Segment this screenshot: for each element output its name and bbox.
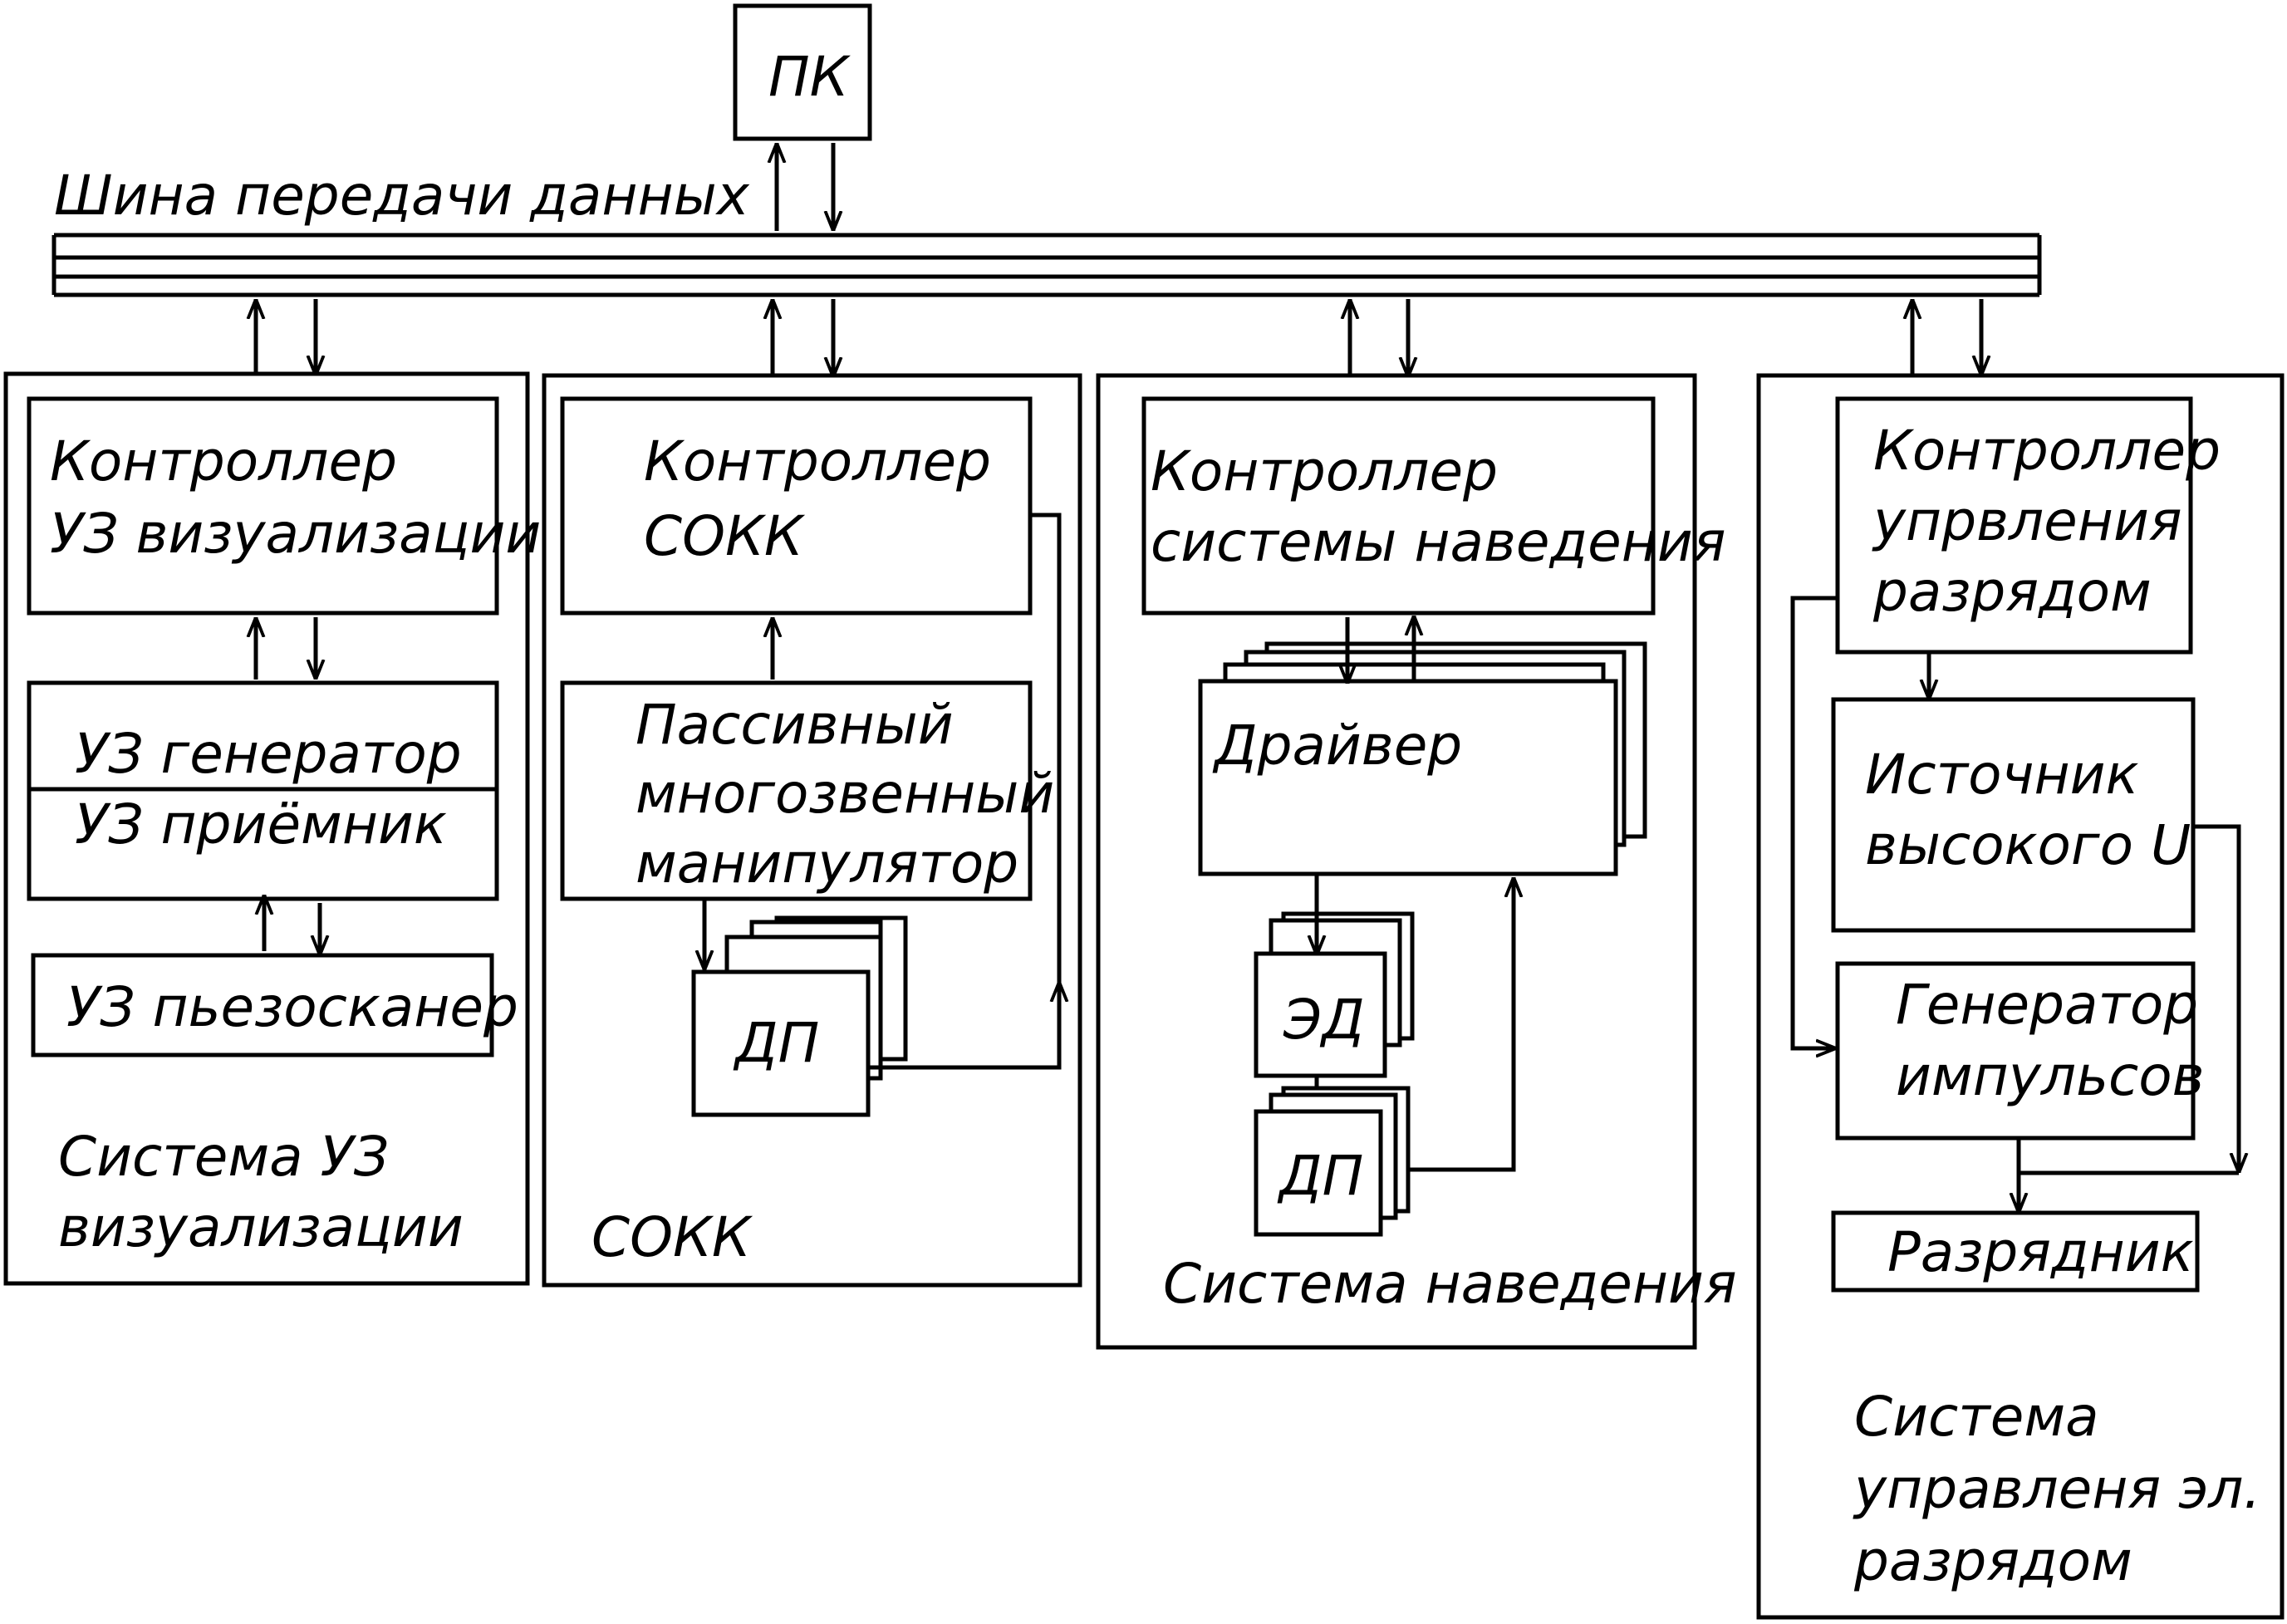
guidance-motor-label: ЭД bbox=[1283, 988, 1365, 1052]
discharge-source-box bbox=[1831, 697, 2196, 933]
discharge-system-label-line1: Система bbox=[1854, 1385, 2099, 1449]
us-controller-box bbox=[27, 396, 499, 616]
sokk-sensor-label: ДП bbox=[733, 1011, 819, 1075]
us-system-label-line2: визуализации bbox=[58, 1195, 464, 1259]
line-controller-feedback bbox=[1030, 513, 1062, 984]
us-controller-line2: УЗ визуализации bbox=[50, 502, 541, 566]
us-controller-line1: Контроллер bbox=[50, 429, 397, 493]
us-receiver-label: УЗ приёмник bbox=[75, 792, 447, 856]
discharge-controller-box bbox=[1835, 396, 2193, 655]
sokk-manipulator-line2: многозвенный bbox=[636, 762, 1054, 826]
sokk-system-label: СОКК bbox=[591, 1205, 753, 1269]
us-scanner-label: УЗ пьезосканер bbox=[66, 975, 518, 1039]
arrow-sensor-to-driver bbox=[1408, 877, 1514, 1172]
guidance-motor-stack bbox=[1254, 911, 1415, 1078]
guidance-controller-line2: системы наведения bbox=[1151, 510, 1725, 574]
pc-label: ПК bbox=[768, 45, 851, 109]
arrow-sensor-feedback bbox=[868, 982, 1059, 1070]
arrow-controller-to-pulse-generator bbox=[1790, 596, 1838, 1048]
sokk-manipulator-line3: манипулятор bbox=[636, 832, 1018, 895]
guidance-sensor-stack bbox=[1254, 1086, 1411, 1237]
discharge-system-label-line3: разрядом bbox=[1853, 1529, 2132, 1593]
data-bus bbox=[52, 233, 2042, 297]
us-scanner-box bbox=[31, 953, 494, 1057]
discharge-source-line1: Источник bbox=[1865, 743, 2139, 807]
discharge-controller-line1: Контроллер bbox=[1873, 419, 2221, 483]
sokk-manipulator-box bbox=[560, 680, 1033, 901]
guidance-controller-line1: Контроллер bbox=[1151, 439, 1498, 503]
discharge-controller-line2: упрвления bbox=[1872, 489, 2182, 553]
discharger-label: Разрядник bbox=[1887, 1220, 2194, 1284]
discharge-pulse-line1: Генератор bbox=[1896, 973, 2198, 1037]
guidance-system-label: Система наведения bbox=[1163, 1252, 1737, 1316]
sokk-controller-line1: Контроллер bbox=[644, 429, 991, 493]
discharge-pulse-line2: импульсов bbox=[1896, 1044, 2205, 1108]
sokk-controller-box bbox=[560, 396, 1033, 616]
bus-label: Шина передачи данных bbox=[54, 164, 750, 228]
sokk-sensor-stack bbox=[691, 915, 908, 1117]
discharge-source-line2: высокого U bbox=[1865, 813, 2191, 877]
guidance-controller-box bbox=[1141, 396, 1656, 616]
discharge-system-label-line2: управленя эл. bbox=[1853, 1457, 2260, 1521]
us-generator-label: УЗ генератор bbox=[75, 722, 462, 786]
discharge-controller-line3: разрядом bbox=[1872, 560, 2152, 624]
guidance-driver-label: Драйвер bbox=[1212, 714, 1462, 778]
guidance-sensor-label: ДП bbox=[1277, 1144, 1363, 1208]
guidance-driver-stack bbox=[1198, 641, 1647, 876]
us-system-label-line1: Система УЗ bbox=[58, 1125, 389, 1189]
discharger-box bbox=[1831, 1210, 2200, 1293]
sokk-controller-line2: СОКК bbox=[644, 504, 806, 568]
arrow-source-to-output bbox=[2193, 824, 2239, 1173]
pc-box bbox=[733, 3, 872, 141]
discharge-pulse-generator-box bbox=[1835, 961, 2196, 1141]
sokk-manipulator-line1: Пассивный bbox=[636, 693, 954, 757]
